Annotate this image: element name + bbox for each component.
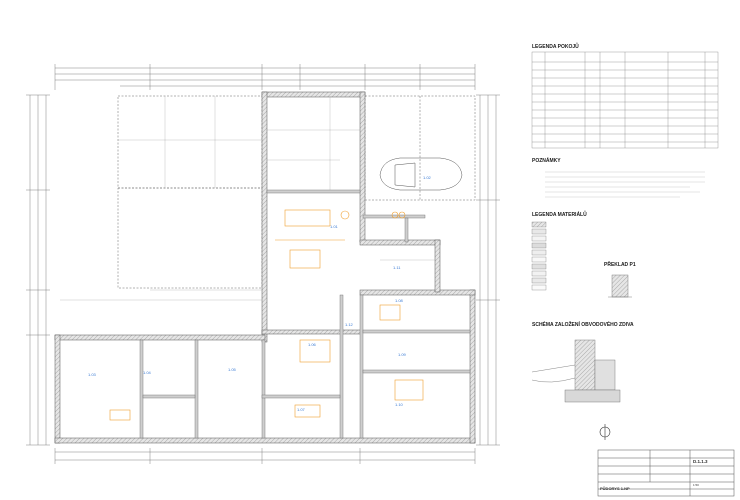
car-outline [379,157,463,191]
foundation-detail [531,339,621,403]
thin-lines [60,97,435,301]
room-label-1-09: 1.09 [398,352,406,357]
furniture [109,209,424,421]
room-label-1-08: 1.08 [395,298,403,303]
dimension-lines-right [476,94,500,446]
legend-rooms-title: LEGENDA POKOJŮ [532,44,579,50]
room-label-1-04: 1.04 [143,370,151,375]
room-label-1-01: 1.01 [330,224,338,229]
room-label-1-07: 1.07 [297,407,305,412]
remarks-lines [545,171,705,198]
sheet-number: D.1.1.3 [693,459,708,464]
exterior-walls [54,91,476,444]
legend-rooms-table [531,51,719,149]
foundation-detail-title: SCHÉMA ZALOŽENÍ OBVODOVÉHO ZDIVA [532,322,634,328]
dimension-lines-left [26,94,50,446]
room-label-1-02: 1.02 [423,175,431,180]
lintel-detail-title: PŘEKLAD P1 [604,262,636,268]
room-label-1-06: 1.06 [308,342,316,347]
remarks-title: POZNÁMKY [532,158,561,164]
dimension-lines-top [54,64,476,90]
north-arrow-icon [599,424,611,440]
room-label-1-05: 1.05 [228,367,236,372]
room-label-1-10: 1.10 [395,402,403,407]
room-label-1-12: 1.12 [345,322,353,327]
legend-materials-swatches [531,221,547,291]
drawing-name: PŮDORYS 1.NP [600,486,630,491]
carport-outline [364,95,476,201]
terrace-outline [117,95,263,289]
interior-walls [139,189,471,439]
room-label-1-03: 1.03 [88,372,96,377]
title-block: PŮDORYS 1.NP D.1.1.3 1:50 [598,450,734,496]
terrace-grid [118,96,262,188]
scale-value: 1:50 [693,483,699,487]
dimension-lines-bottom [54,448,476,464]
room-label-1-11: 1.11 [393,265,401,270]
lintel-detail [608,274,632,298]
legend-materials-title: LEGENDA MATERIÁLŮ [532,212,587,218]
title-block-frame [597,449,735,497]
